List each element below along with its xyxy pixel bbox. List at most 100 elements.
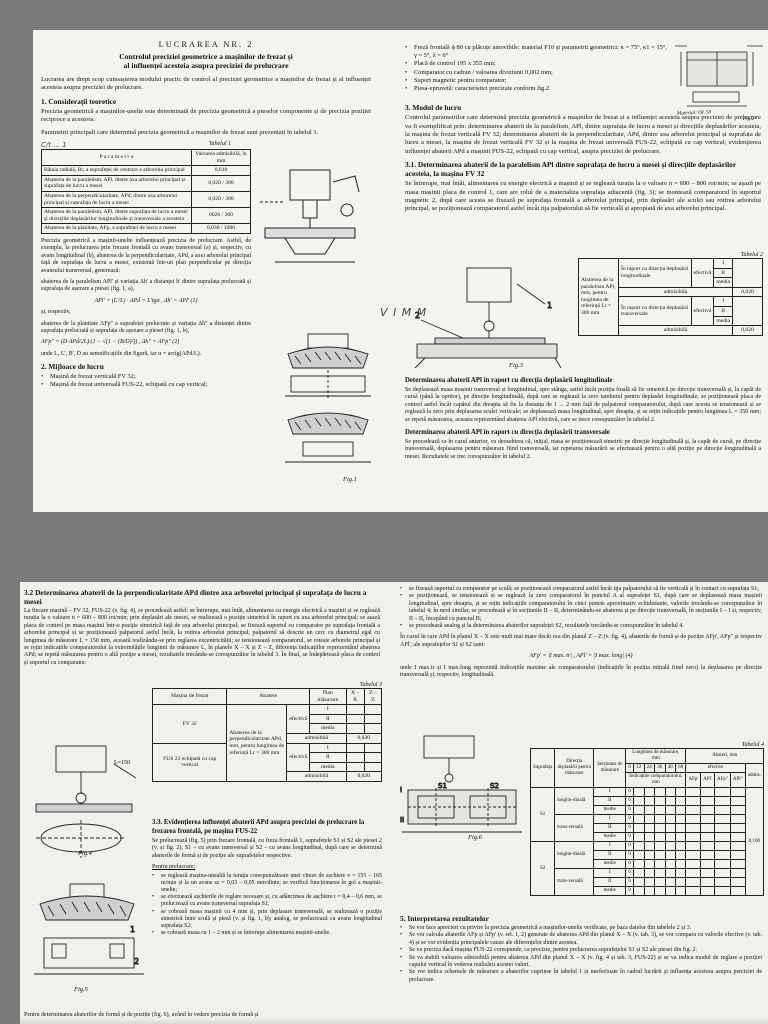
table-cell: 0020 / 300 xyxy=(191,207,251,225)
table-cell xyxy=(729,814,746,824)
table-cell: I xyxy=(593,787,627,797)
table-1: P a r a m e t r u Valoarea admisibilă, î… xyxy=(41,149,251,234)
table-cell xyxy=(729,886,746,896)
table4-header-abateri: Abateri, mm xyxy=(685,748,764,764)
table-cell xyxy=(643,814,656,824)
table-cell: II xyxy=(309,713,347,725)
table-cell: 0,010 xyxy=(191,165,251,176)
table-cell: media xyxy=(713,277,733,288)
figure-6: I II S1 S2 Fig.6 xyxy=(398,730,528,850)
table4-header-efective: efective xyxy=(685,763,746,773)
table-cell xyxy=(713,850,731,860)
table-cell xyxy=(643,850,656,860)
table-cell xyxy=(345,704,365,715)
table3-caption: Tabelul 3 xyxy=(359,682,382,688)
table-cell: 24 xyxy=(643,763,656,773)
table-cell xyxy=(700,787,715,797)
table-cell xyxy=(643,832,656,842)
table-cell: 0 xyxy=(625,877,635,887)
table-row: Abaterea de la paralelism, APl, dintre s… xyxy=(41,207,251,225)
table-cell xyxy=(653,814,666,824)
longitudinal-paragraph: Se deplasează masa mașinii transversal ș… xyxy=(405,387,761,423)
list-item: Se vor indica schemele de măsurare a aba… xyxy=(400,969,762,984)
table-cell xyxy=(643,823,656,833)
table-cell: media xyxy=(309,723,347,734)
table-row: Mașina de frezat Abatere Plan măsurare X… xyxy=(151,687,383,706)
table-cell xyxy=(345,742,365,754)
table-cell xyxy=(713,832,731,842)
table-cell xyxy=(700,841,715,851)
table-cell xyxy=(713,886,731,896)
table-4: Suprafața Direcția deplasării pentru măs… xyxy=(529,748,765,896)
list-item: Mașină de frezat universală FUS-22, echi… xyxy=(41,381,281,389)
table-cell xyxy=(700,877,715,887)
figure-3: 2 1 Fig.3 xyxy=(405,264,565,374)
table-row: media xyxy=(153,761,383,773)
list-item: Se va stabili valoarea admisibilă pentru… xyxy=(400,955,762,970)
table-cell xyxy=(729,832,746,842)
table-cell: medie xyxy=(593,886,627,896)
figure-2-caption: Fig.2 xyxy=(743,116,755,122)
table-cell: I xyxy=(713,296,733,307)
table-cell: media xyxy=(309,761,347,773)
table-cell: medie xyxy=(593,805,627,815)
table3-header-machine: Mașina de frezat xyxy=(151,687,228,706)
table-cell xyxy=(345,752,365,763)
table-cell xyxy=(633,805,645,815)
table-cell: 0,020 / 300 xyxy=(191,190,251,209)
table-cell xyxy=(675,877,687,887)
table-cell xyxy=(643,877,656,887)
table-cell: 60 xyxy=(675,763,687,773)
table-cell xyxy=(675,796,687,806)
table-cell: 0,020 / 300 xyxy=(191,174,251,193)
table-cell xyxy=(633,877,645,887)
table-cell xyxy=(685,868,702,878)
table-cell xyxy=(713,814,731,824)
table-cell xyxy=(653,886,666,896)
table1-header-param: P a r a m e t r u xyxy=(41,149,192,167)
table-cell xyxy=(653,805,666,815)
table-cell xyxy=(700,859,715,869)
table-cell xyxy=(685,823,702,833)
figure-1-drawing xyxy=(285,333,371,463)
table-cell xyxy=(685,796,702,806)
figure-1: Fig.1 xyxy=(283,330,373,490)
table-cell xyxy=(675,886,687,896)
table-row: Abaterea de la paralelism APl, mm, pentr… xyxy=(578,258,763,336)
table-cell xyxy=(633,796,645,806)
table-row: Abaterea de la planitate, AFp, a suprafe… xyxy=(41,223,251,234)
table-cell xyxy=(664,868,677,878)
table-cell xyxy=(675,787,687,797)
table4-caption: Tabelul 4 xyxy=(741,742,764,748)
list-item: Piesa-epruvetă: caracteristici precizate… xyxy=(405,85,667,93)
svg-text:2: 2 xyxy=(134,957,139,966)
section-1-paragraph-2: Parametrii principali care determină pre… xyxy=(41,128,319,136)
table-cell xyxy=(664,805,677,815)
table-cell: 0 xyxy=(625,886,635,896)
table-cell xyxy=(653,868,666,878)
table3-header-plan: Plan măsurare xyxy=(309,687,347,706)
table-cell xyxy=(675,823,687,833)
table1-header-value: Valoarea admisibilă, în mm xyxy=(191,149,251,167)
list-item: Se vor calcula abaterile AFp și AFp' (v.… xyxy=(400,932,762,947)
left-column-top: LUCRAREA NR. 2 Controlul preciziei geome… xyxy=(41,40,371,390)
table-cell: longitu-dinală xyxy=(554,787,595,815)
figure-2-material: Material: OL 50 xyxy=(676,109,712,117)
table-cell: 12 xyxy=(633,763,645,773)
svg-text:1: 1 xyxy=(130,925,135,934)
table-cell xyxy=(633,886,645,896)
table-cell xyxy=(685,886,702,896)
table-cell: 0,030 / 1000 xyxy=(191,223,251,234)
table-cell xyxy=(633,787,645,797)
table-cell xyxy=(664,859,677,869)
table-cell xyxy=(700,832,715,842)
table-cell: medie xyxy=(593,832,627,842)
table-cell xyxy=(713,868,731,878)
table-row: Abaterea de la perpendicularitate, APd, … xyxy=(41,190,251,209)
table4-header-admis: admis. xyxy=(744,763,765,788)
table-cell: 0 xyxy=(625,763,635,773)
table-cell: Abaterea de la paralelism, APl, dintre a… xyxy=(41,174,192,193)
